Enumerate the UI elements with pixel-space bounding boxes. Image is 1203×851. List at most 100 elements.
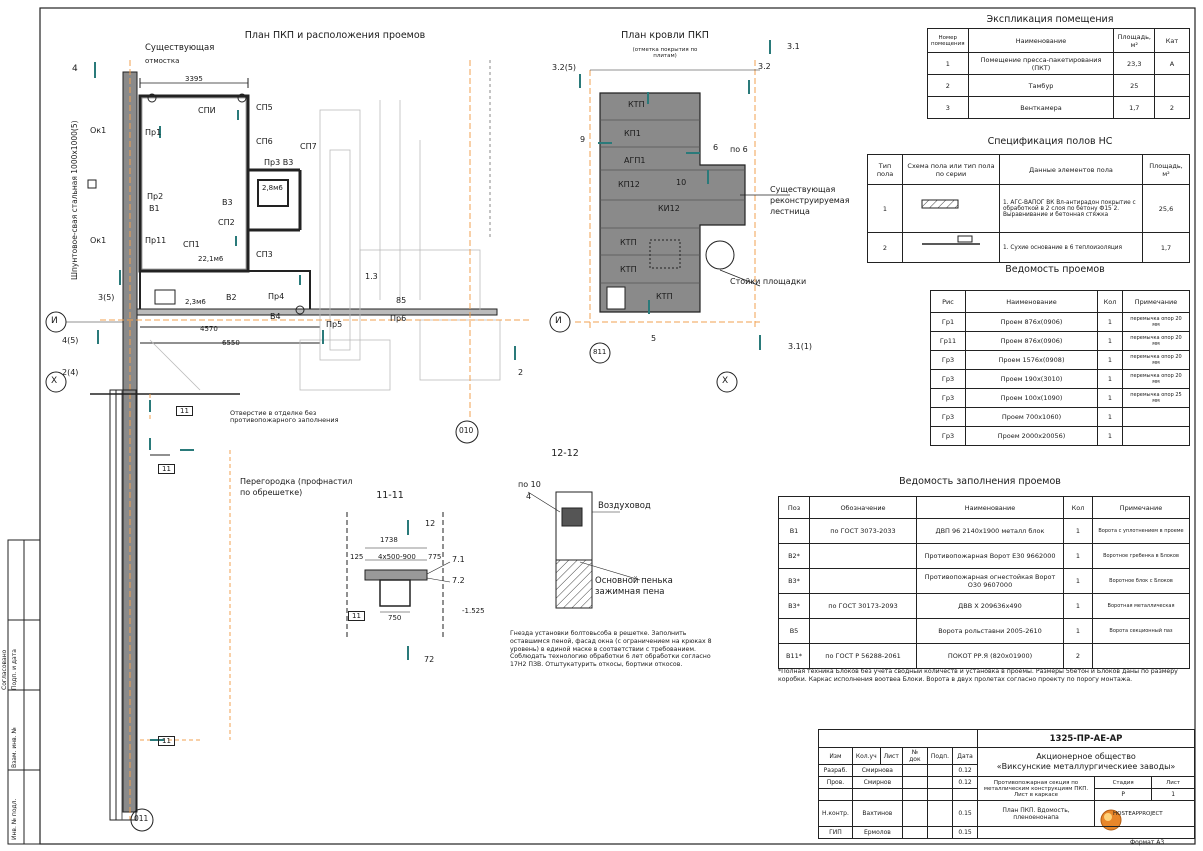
cell: 1 [867, 184, 903, 233]
cell: по ГОСТ 30173-2093 [809, 593, 917, 619]
cell: Гр3 [930, 426, 966, 446]
pr6-label: Пр6 [390, 314, 407, 323]
sp2-label: СП2 [218, 218, 235, 227]
cell: 2 [1063, 643, 1093, 669]
format-label: Формат А3 [1130, 839, 1165, 846]
cell: Гр11 [930, 331, 966, 351]
cell: 1. АГС-ВАПОГ ВК Вл-антирадон покрытие с … [999, 184, 1143, 233]
side-stamp-1: Согласовано [1, 649, 8, 690]
cell: Гр1 [930, 312, 966, 332]
cell: 1 [1097, 331, 1123, 351]
cell: Н.контр. [818, 800, 853, 827]
sheet-value: 1 [1151, 788, 1195, 801]
cell: перемычка опор 20 мм [1122, 331, 1190, 351]
cell: 2 [927, 74, 969, 97]
cell: В3* [778, 593, 810, 619]
cell: перемычка опор 20 мм [1122, 350, 1190, 370]
marker-4-5: 4(5) [62, 336, 79, 345]
cell: 0.15 [952, 800, 979, 827]
cell: Гр3 [930, 407, 966, 427]
roof-mk-8: 6 [713, 143, 719, 152]
pr5-label: Пр5 [326, 320, 343, 329]
sec11-mid: 4х500-900 [378, 553, 416, 561]
sec11-1525: -1.525 [462, 607, 485, 615]
floors-h3: Площадь, м² [1142, 154, 1190, 185]
cell: Кол.уч [851, 747, 881, 765]
cell: 1 [1063, 543, 1093, 569]
table-row: 1 1. АГС-ВАПОГ ВК Вл-антирадон покрытие с… [867, 184, 1190, 233]
sec11-11: 11 [348, 611, 365, 622]
cell: Лист [879, 747, 903, 765]
roof-axis-x: Х [722, 376, 729, 386]
fill-h0: Поз [778, 496, 810, 519]
cell: Смирнов [851, 776, 903, 789]
cell: 1. Сухие основание в 6 теплоизоляция [999, 232, 1143, 263]
floors-title: Спецификация полов НС [987, 136, 1113, 147]
general-notes: Гнезда установки болтовьсоба в решетке. … [510, 630, 712, 668]
fill-title: Ведомость заполнения проемов [899, 476, 1061, 487]
sec12-vozd: Воздуховод [598, 501, 651, 511]
cell: Проем 876х(0906) [965, 331, 1098, 351]
fill-h2: Наименование [916, 496, 1064, 519]
marker-3-5: 3(5) [98, 293, 115, 302]
roof-ktp-4: КТП [656, 292, 673, 301]
sheet-header: Лист [1151, 776, 1195, 789]
cell: 1 [1097, 426, 1123, 446]
cell: № док [901, 747, 928, 765]
roof-ktp-1: КТП [628, 100, 645, 109]
cell: 1 [1097, 369, 1123, 389]
pr2-label: Пр2 [147, 192, 164, 201]
marker-2-4: 2(4) [62, 368, 79, 377]
cell: перемычка опор 20 мм [1122, 369, 1190, 389]
dim-top: 3395 [185, 75, 203, 83]
pr4-label: Пр4 [268, 292, 285, 301]
sec11-1738: 1738 [380, 536, 398, 544]
cell: Воротное блок с Блоков [1092, 568, 1190, 594]
roof-kp1: КП1 [624, 129, 641, 138]
dim-2-3: 2,3м6 [185, 298, 206, 306]
cell: Проем 1576х(0908) [965, 350, 1098, 370]
b2-label: В2 [226, 293, 237, 302]
vertical-note: Шпунтовое-свая стальная 1000х1000(5) [70, 120, 79, 280]
cell: 1 [1063, 568, 1093, 594]
sp7-label: СП7 [300, 142, 317, 151]
axis-811: 811 [593, 348, 607, 356]
roof-mk-32: 3.2 [758, 62, 771, 71]
cell: Проем 190х(3010) [965, 369, 1098, 389]
b1-label: В1 [149, 204, 160, 213]
cell: Пров. [818, 776, 853, 789]
dim-6550: 6550 [222, 339, 240, 347]
cell: В5 [778, 618, 810, 644]
marker-85: 85 [396, 296, 407, 305]
mark-11-a: 11 [176, 406, 193, 417]
cell: Гр3 [930, 369, 966, 389]
roof-mk-32-5: 3.2(5) [552, 63, 577, 72]
cell: ПОКОТ РР.Я (820х01900) [916, 643, 1064, 669]
cell: Ворота рольставни 2005-2610 [916, 618, 1064, 644]
cell: Ворота секционный паз [1092, 618, 1190, 644]
cell: 1 [1063, 618, 1093, 644]
roof-ktp-3: КТП [620, 265, 637, 274]
side-stamp-4: Инв. № подл. [11, 798, 18, 840]
callout-partition: Перегородка (профнастил по обрешетке) [240, 477, 353, 498]
cell: Гр3 [930, 350, 966, 370]
ok1-label-a: Ок1 [90, 126, 107, 135]
pr1-label: Пр1 [145, 128, 162, 137]
cell: Дата [952, 747, 979, 765]
cell: 1 [1097, 388, 1123, 408]
cell: Ворота с уплотнением в проеме [1092, 518, 1190, 544]
cell: перемычка опор 20 мм [1122, 312, 1190, 332]
fill-h3: Кол [1063, 496, 1093, 519]
cell: Вахтинов [851, 800, 903, 827]
roof-mk-31: 3.1 [787, 42, 800, 51]
stage-value: Р [1094, 788, 1153, 801]
cell: 0.12 [952, 764, 979, 777]
cell: ДВП 96 2140х1900 металл блок [916, 518, 1064, 544]
cell: 1 [1097, 407, 1123, 427]
axis-i: И [51, 316, 58, 326]
table-row: В3*Противопожарная огнестойкая Ворот О30… [778, 568, 1190, 594]
roof-existing-stair: Существующая реконструируемая лестница [770, 185, 850, 216]
